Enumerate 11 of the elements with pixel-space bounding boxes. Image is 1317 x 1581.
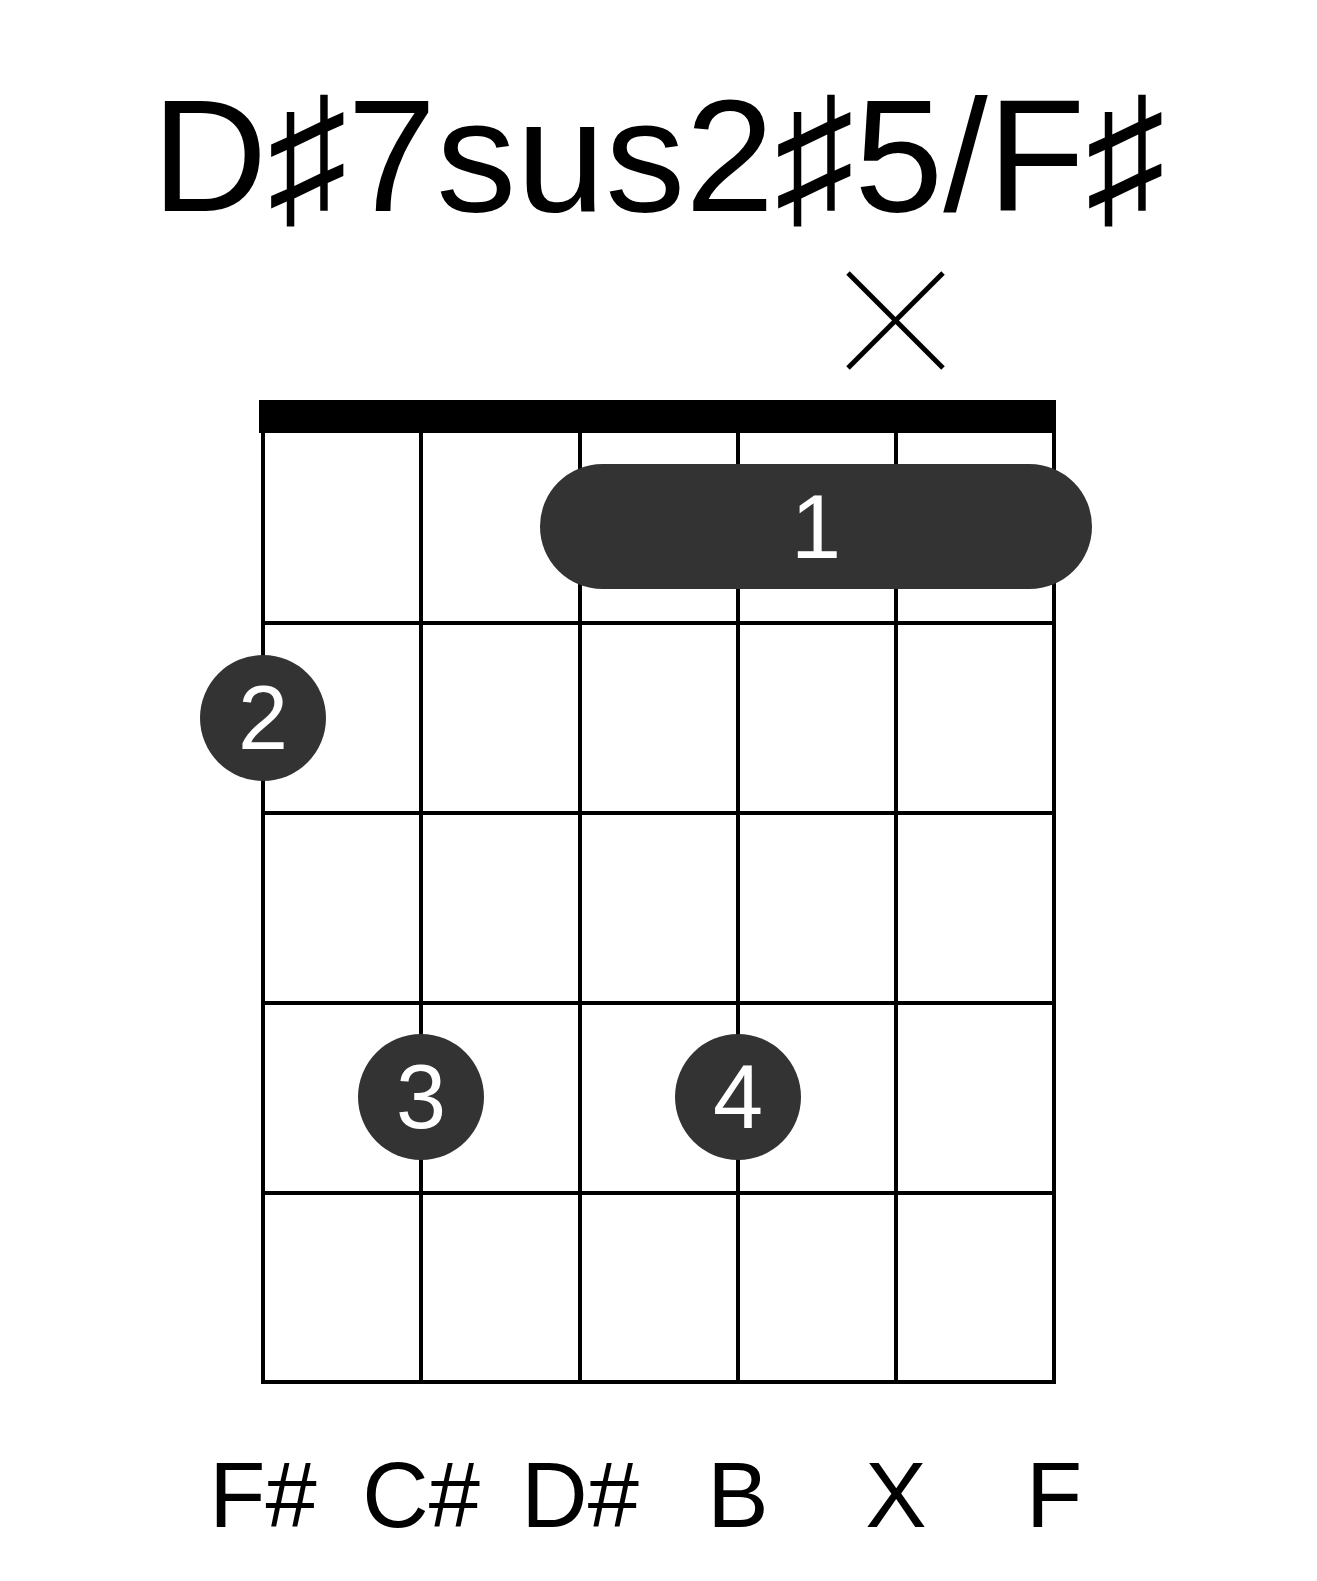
string-note-label: F — [1025, 1449, 1083, 1541]
string-note-label: F# — [209, 1449, 317, 1541]
string-note-label: X — [865, 1449, 927, 1541]
finger-number: 2 — [237, 673, 289, 763]
finger-number: 3 — [395, 1052, 447, 1142]
string-note-label: D# — [521, 1449, 639, 1541]
string-note-label: C# — [362, 1449, 480, 1541]
finger-number: 1 — [790, 481, 842, 572]
finger-number: 4 — [712, 1052, 764, 1142]
string-note-label: B — [707, 1449, 769, 1541]
chord-title: D♯7sus2♯5/F♯ — [151, 76, 1166, 236]
